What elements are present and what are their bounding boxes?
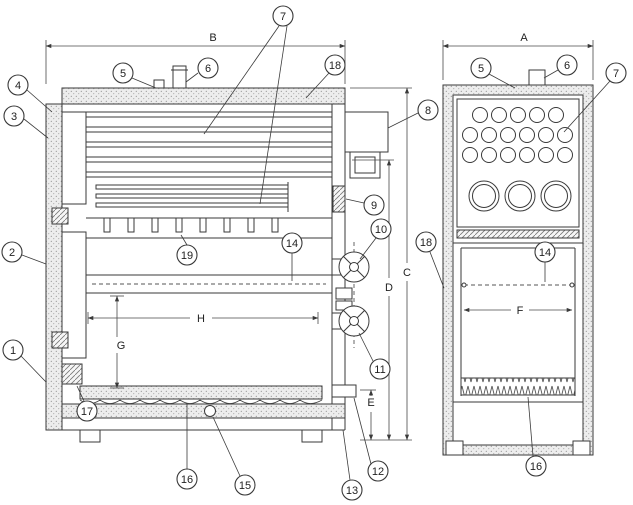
dimension-G: G xyxy=(110,295,126,389)
dim-label-g: G xyxy=(117,340,126,352)
callout-label: 14 xyxy=(539,247,551,259)
ash-box xyxy=(61,363,83,385)
door-hinge-lower xyxy=(51,331,69,349)
dimension-A: A xyxy=(442,32,594,80)
callout-10: 10 xyxy=(359,218,392,260)
top-insulation xyxy=(61,87,346,105)
main-tubes xyxy=(468,180,572,212)
callout-12: 12 xyxy=(353,397,389,482)
callout-label: 19 xyxy=(181,250,193,262)
callout-label: 9 xyxy=(371,200,377,212)
front-chamber xyxy=(460,247,576,396)
dimension-H: H xyxy=(87,312,319,325)
front-chimney-stub xyxy=(528,69,546,87)
callout-label: 6 xyxy=(205,63,211,75)
callout-label: 6 xyxy=(564,60,570,72)
dimension-E: E xyxy=(360,389,376,441)
callout-14-side: 14 xyxy=(281,232,303,281)
callout-2: 2 xyxy=(1,241,47,265)
front-grate xyxy=(460,377,576,396)
callout-7-side: 7 xyxy=(203,5,294,205)
callout-18-front: 18 xyxy=(415,231,445,289)
dim-label-b: B xyxy=(209,32,216,44)
callout-8: 8 xyxy=(387,99,439,129)
bottom-insulation xyxy=(61,403,346,419)
callout-7-front: 7 xyxy=(563,62,627,133)
dimension-F: F xyxy=(463,305,573,317)
fan-upper xyxy=(331,251,370,283)
grate xyxy=(79,385,323,404)
callout-9: 9 xyxy=(345,194,385,216)
foot-left xyxy=(79,429,101,443)
drain-port xyxy=(204,405,216,417)
callout-label: 18 xyxy=(329,60,341,72)
callout-19: 19 xyxy=(176,234,198,266)
dim-label-c: C xyxy=(403,267,411,279)
callout-label: 14 xyxy=(286,238,298,250)
callout-13: 13 xyxy=(341,429,363,501)
sensor-block xyxy=(332,185,346,213)
dim-label-a: A xyxy=(520,32,528,44)
dim-label-d: D xyxy=(385,282,393,294)
callout-label: 11 xyxy=(374,364,385,376)
heat-exchanger-plates xyxy=(85,111,333,178)
tube-holes xyxy=(462,107,573,163)
callout-label: 15 xyxy=(239,480,251,492)
dim-label-f: F xyxy=(517,305,524,317)
callout-label: 16 xyxy=(181,474,193,486)
callout-label: 5 xyxy=(478,63,484,75)
callout-label: 3 xyxy=(11,111,17,123)
callout-4: 4 xyxy=(7,74,53,113)
secondary-baffle-plates xyxy=(95,182,289,212)
callout-11: 11 xyxy=(358,332,391,380)
callout-label: 4 xyxy=(15,80,21,92)
callout-16-front: 16 xyxy=(525,396,547,477)
callout-label: 12 xyxy=(372,466,384,478)
dimension-B: B xyxy=(45,32,346,84)
callout-label: 7 xyxy=(613,68,619,80)
lower-door-panel xyxy=(61,231,87,359)
callout-14-front: 14 xyxy=(534,241,556,282)
perforated-band xyxy=(86,274,332,294)
callout-1: 1 xyxy=(2,339,47,383)
door-hinge-upper xyxy=(51,207,69,225)
callout-16-side: 16 xyxy=(176,404,198,490)
callout-label: 17 xyxy=(81,406,93,418)
side-section-view: B xyxy=(45,32,412,443)
callout-label: 13 xyxy=(346,485,358,497)
callout-label: 5 xyxy=(120,68,126,80)
callout-17: 17 xyxy=(76,385,98,422)
callout-label: 1 xyxy=(10,345,16,357)
callout-5-front: 5 xyxy=(470,57,516,89)
return-pipe xyxy=(331,384,357,398)
callout-label: 2 xyxy=(9,247,15,259)
dim-label-e: E xyxy=(367,397,374,409)
callout-3: 3 xyxy=(3,105,49,139)
upper-door-panel xyxy=(61,111,87,205)
front-view: A F xyxy=(442,32,594,456)
dimension-C: C xyxy=(350,87,412,441)
callout-label: 8 xyxy=(425,105,431,117)
fan-lower xyxy=(331,305,370,337)
callout-6-side: 6 xyxy=(185,57,219,83)
front-band xyxy=(456,229,580,239)
left-insulated-wall xyxy=(45,103,63,431)
callout-6-front: 6 xyxy=(543,54,578,79)
callout-label: 7 xyxy=(280,11,286,23)
front-foot-right xyxy=(572,440,591,456)
callout-label: 16 xyxy=(530,461,542,473)
front-foot-left xyxy=(445,440,464,456)
callout-5-side: 5 xyxy=(112,62,157,89)
foot-right xyxy=(301,429,323,443)
callout-15: 15 xyxy=(212,416,256,496)
callout-18-side: 18 xyxy=(305,54,346,99)
callout-label: 10 xyxy=(375,224,387,236)
flue-outlet-box xyxy=(344,111,389,179)
dim-label-h: H xyxy=(197,313,205,325)
callout-label: 18 xyxy=(420,237,432,249)
